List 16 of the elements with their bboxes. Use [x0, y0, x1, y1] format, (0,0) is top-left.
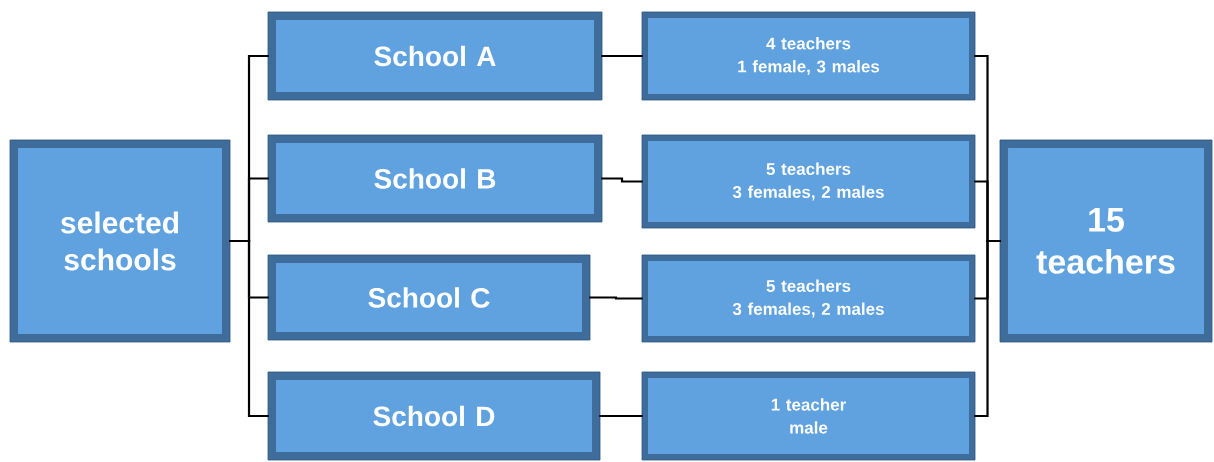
process-box: School D [267, 371, 601, 461]
connector-line [974, 239, 1001, 418]
connector-line [589, 296, 643, 300]
process-box: 4 teachers 1 female, 3 males [641, 11, 976, 101]
connector-line [229, 239, 269, 418]
process-box: School B [267, 134, 603, 223]
process-box: 5 teachers 3 females, 2 males [641, 134, 976, 229]
connector-line [599, 414, 643, 418]
process-box: 5 teachers 3 females, 2 males [641, 254, 976, 343]
process-box: selected schools [9, 139, 231, 343]
process-box: 15 teachers [999, 139, 1213, 343]
process-box: 1 teacher male [641, 371, 976, 461]
connector-line [601, 54, 643, 58]
connector-line [601, 177, 643, 183]
process-box: School A [267, 11, 603, 101]
process-box: School C [267, 254, 591, 341]
